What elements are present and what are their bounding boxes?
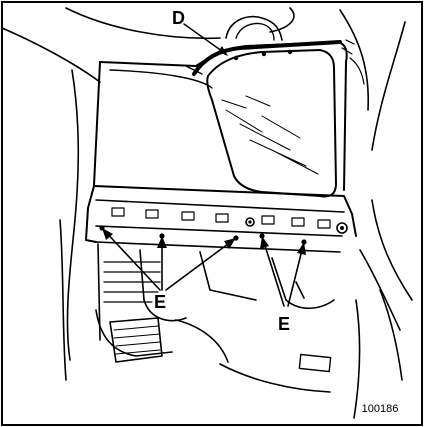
leader-lines-e-left [101, 227, 237, 291]
callout-e-right: E [278, 314, 290, 334]
side-pillars [59, 69, 413, 419]
quarter-window [206, 49, 337, 198]
callout-d: D [172, 8, 185, 28]
leader-lines-e-right [260, 235, 306, 307]
figure-reference-number: 100186 [362, 403, 399, 415]
lower-trim-rail [85, 185, 357, 253]
floor-area [95, 243, 403, 393]
trim-strip-d [185, 40, 342, 76]
roof-outline [1, 7, 406, 151]
callout-e-left: E [154, 292, 166, 312]
leader-line-d [183, 23, 228, 56]
grab-handle [225, 15, 283, 41]
